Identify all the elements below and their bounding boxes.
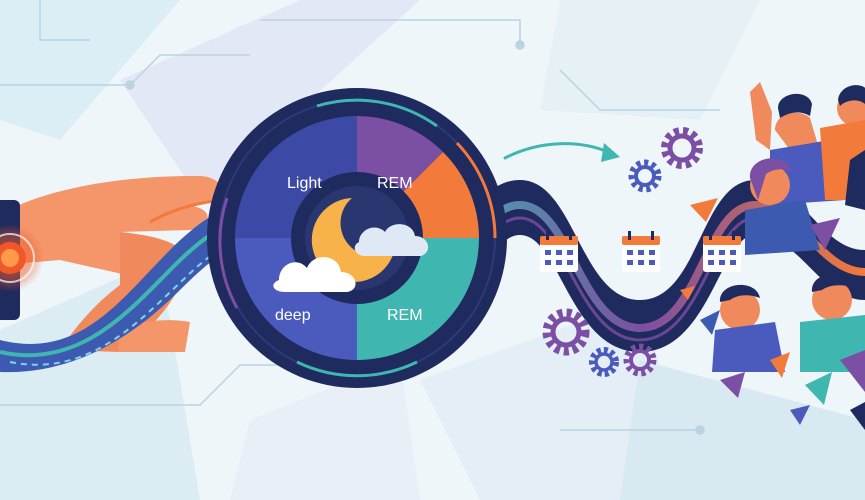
label-rem-bottom: REM [387,307,423,324]
label-deep: deep [275,307,311,324]
calendar-icon [540,231,578,272]
sleep-stage-dial: Light REM deep REM [207,88,507,388]
person-bottom-left [712,284,785,372]
gear-icons [542,127,703,377]
calendar-icons [540,231,741,272]
calendar-icon [622,231,660,272]
gear-icon [623,343,657,377]
cloud-icon [354,224,429,256]
arrow-icon [503,142,620,162]
arrow-icon [690,198,718,222]
label-light: Light [287,175,322,192]
gear-icon [628,159,662,193]
cloud-icon [273,257,356,292]
smartwatch-icon [0,200,44,320]
gear-icon [542,308,590,356]
calendar-icon [703,231,741,272]
people-group [680,82,865,430]
label-rem-top: REM [377,175,413,192]
gear-icon [661,127,703,169]
gear-icon [589,347,619,377]
person-middle [745,158,820,255]
hand-with-smartwatch [0,175,222,352]
